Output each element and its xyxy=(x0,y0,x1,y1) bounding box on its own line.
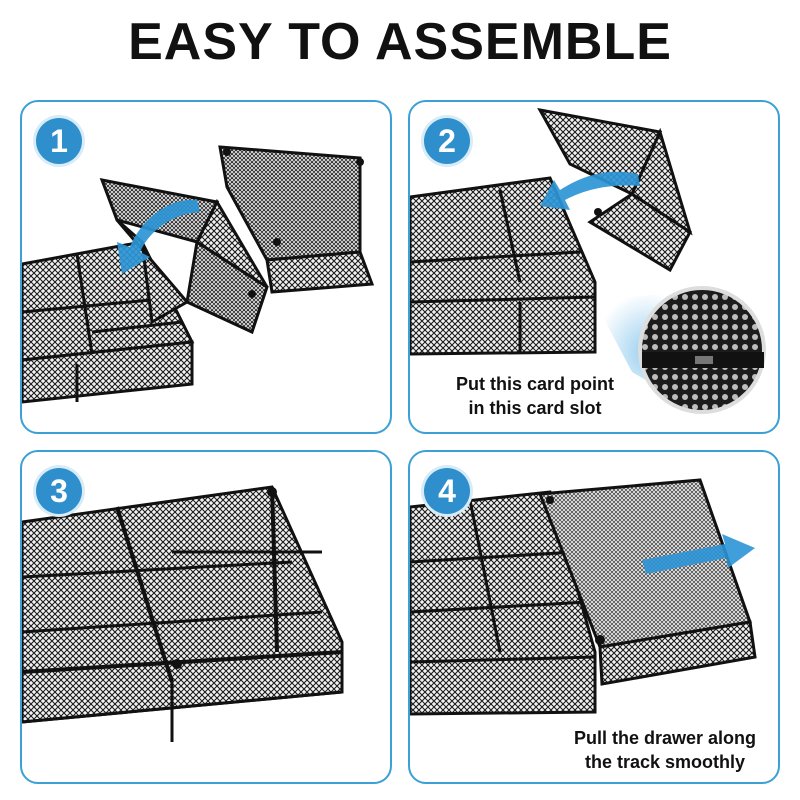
step-2-illustration xyxy=(410,107,766,414)
organizer-tray xyxy=(410,490,597,716)
curved-arrow-icon xyxy=(540,171,640,210)
step-4-panel: 4 Pull the drawer along the track smooth… xyxy=(408,450,780,784)
step-2-panel: 2 Put this card point in this card slot xyxy=(408,100,780,434)
step-4-illustration xyxy=(410,478,757,716)
organizer-assembled xyxy=(22,485,344,742)
curved-arrow-icon xyxy=(117,199,200,274)
step-1-panel: 1 xyxy=(20,100,392,434)
page-title: EASY TO ASSEMBLE xyxy=(128,13,672,71)
step-number-badge: 3 xyxy=(36,468,82,514)
caption-line: Pull the drawer along xyxy=(573,728,757,748)
step-2-caption: Put this card point in this card slot xyxy=(420,372,650,420)
organizer-tray xyxy=(410,176,597,356)
arrow-right-icon xyxy=(642,534,755,574)
step-number-badge: 4 xyxy=(424,468,470,514)
step-number-badge: 2 xyxy=(424,118,470,164)
step-number-badge: 1 xyxy=(36,118,82,164)
step-4-caption: Pull the drawer along the track smoothly xyxy=(550,726,778,774)
top-box xyxy=(218,145,375,294)
organizer-tray xyxy=(22,240,195,404)
caption-line: the track smoothly xyxy=(584,752,746,772)
caption-line: Put this card point xyxy=(455,374,614,394)
caption-line: in this card slot xyxy=(468,398,602,418)
step-1-illustration xyxy=(22,145,375,404)
step-3-illustration xyxy=(22,485,344,742)
step-3-panel: 3 xyxy=(20,450,392,784)
magnified-detail xyxy=(638,286,766,414)
